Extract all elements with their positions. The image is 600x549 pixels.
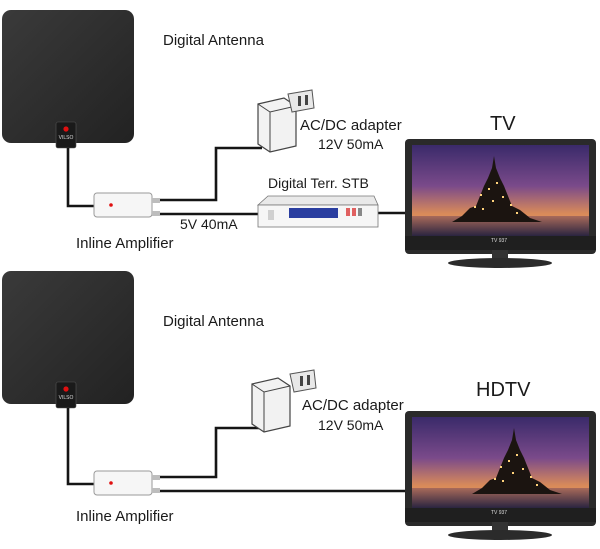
- cables-bottom: [66, 408, 408, 493]
- adapter-label: AC/DC adapter: [300, 117, 402, 134]
- inline-amplifier-top: [93, 192, 160, 218]
- amplifier-label: Inline Amplifier: [76, 508, 174, 525]
- panel-bottom: [2, 271, 596, 540]
- set-top-box: [256, 195, 379, 228]
- panel-top: [2, 10, 596, 268]
- adapter-spec-label: 12V 50mA: [318, 417, 384, 433]
- amp-output-spec-label: 5V 40mA: [180, 216, 238, 232]
- antenna-brand-label: VILSO: [58, 395, 74, 401]
- tv-brand-label: TV 937: [490, 510, 508, 516]
- inline-amplifier-bottom: [93, 470, 160, 496]
- tv-label: TV: [490, 113, 516, 135]
- antenna-bottom: [2, 271, 134, 409]
- tv-brand-label: TV 937: [490, 238, 508, 244]
- antenna-brand-label: VILSO: [58, 135, 74, 141]
- adapter-spec-label: 12V 50mA: [318, 136, 384, 152]
- hdtv-bottom: [405, 411, 596, 540]
- tv-top: [405, 139, 596, 268]
- stb-label: Digital Terr. STB: [268, 175, 369, 191]
- antenna-label: Digital Antenna: [163, 313, 264, 330]
- cables-top: [66, 146, 408, 216]
- adapter-bottom: [251, 369, 317, 433]
- adapter-top: [257, 89, 315, 153]
- amplifier-label: Inline Amplifier: [76, 235, 174, 252]
- antenna-top: [2, 10, 134, 149]
- hdtv-label: HDTV: [476, 379, 531, 401]
- antenna-label: Digital Antenna: [163, 32, 264, 49]
- adapter-label: AC/DC adapter: [302, 397, 404, 414]
